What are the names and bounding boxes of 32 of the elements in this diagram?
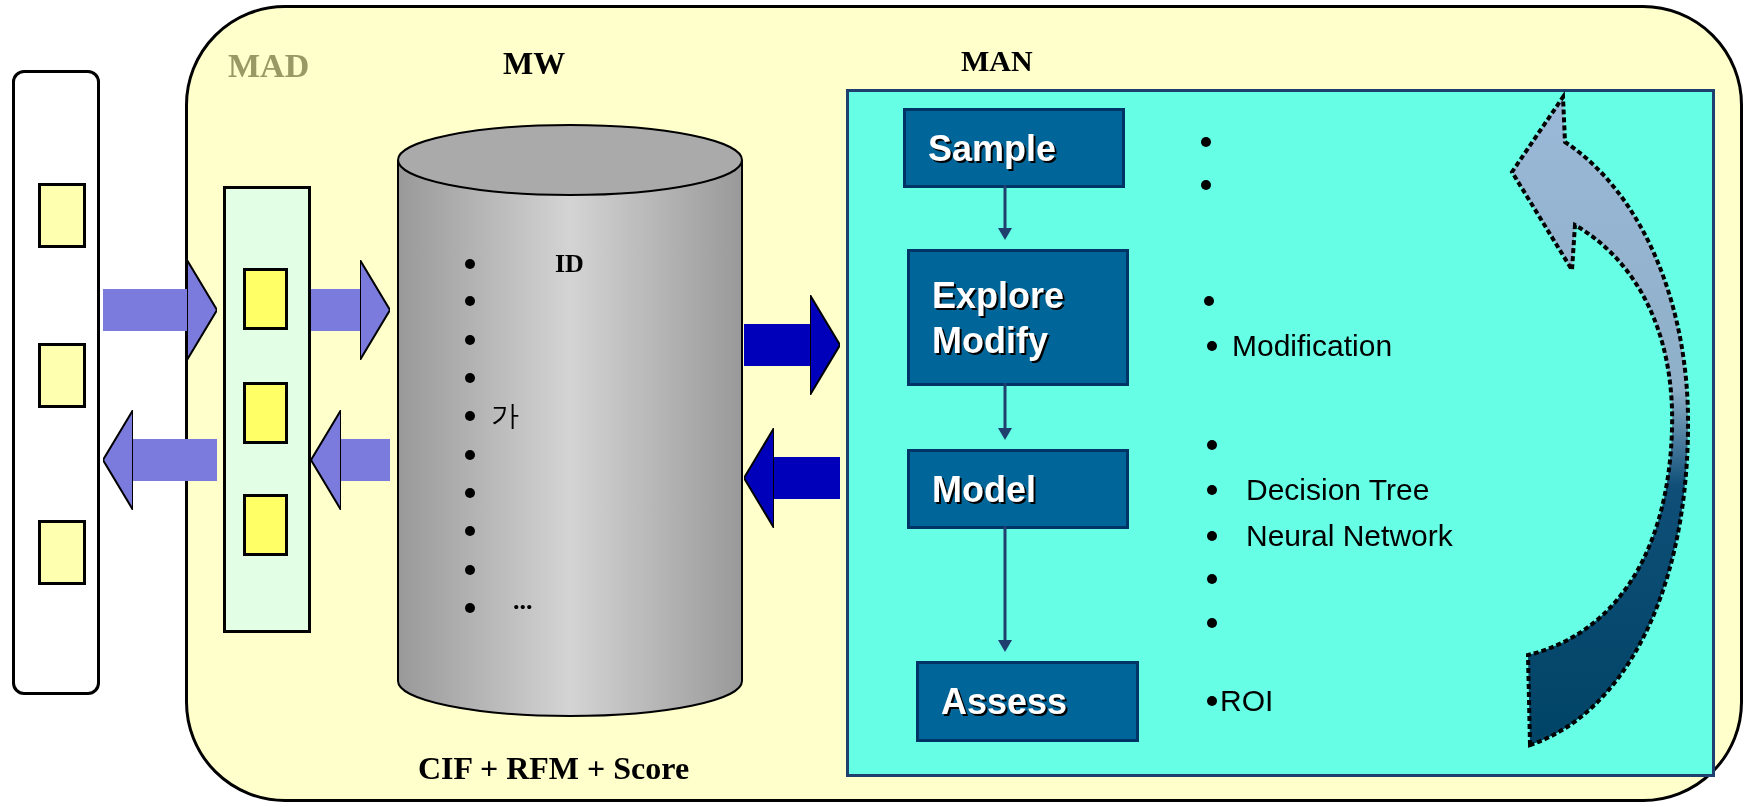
field-label: 가 (491, 399, 519, 433)
item-square (38, 343, 86, 408)
arrow (998, 526, 1012, 652)
item-square (38, 183, 86, 248)
list-item: Decision Tree (1246, 472, 1430, 508)
item-square (243, 494, 288, 556)
list-item: Modification (1232, 328, 1393, 364)
panel-heading: MW (503, 43, 566, 83)
process-box: Model (907, 449, 1129, 529)
side-panel (12, 70, 100, 695)
panel-heading: MAD (228, 45, 310, 86)
block-arrow (311, 259, 391, 361)
item-square (243, 382, 288, 444)
process-box: Explore Modify (907, 249, 1129, 386)
container-panel (185, 5, 1743, 802)
item-square (38, 520, 86, 585)
block-arrow (743, 427, 840, 529)
field-label: ID (555, 248, 584, 280)
arrow (998, 185, 1012, 240)
block-arrow (102, 409, 217, 511)
block-arrow (310, 409, 390, 511)
list-item: ROI (1220, 683, 1274, 719)
block-arrow (103, 259, 218, 361)
node-label: CIF + RFM + Score (418, 748, 690, 788)
process-box: Sample (903, 108, 1125, 188)
process-box: Assess (916, 661, 1139, 742)
item-square (243, 268, 288, 330)
block-arrow (744, 294, 841, 396)
panel-heading: MAN (961, 43, 1033, 79)
arrow (998, 383, 1012, 440)
field-label: ... (513, 585, 533, 617)
list-item: Neural Network (1246, 518, 1453, 554)
